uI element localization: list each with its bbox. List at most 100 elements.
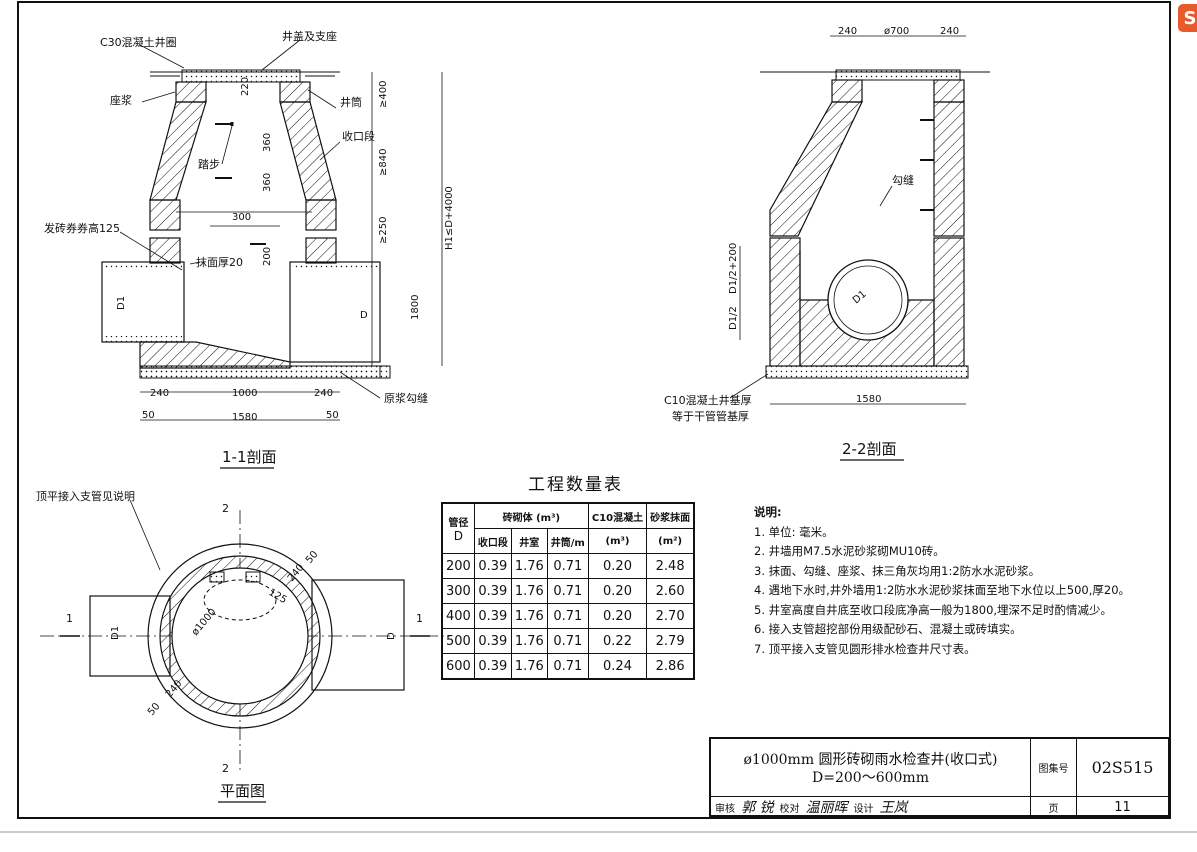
- plan-title: 平面图: [220, 782, 265, 800]
- col-mortar-unit: (m²): [646, 528, 695, 554]
- check-signature: 温丽晖: [805, 800, 848, 816]
- table-cell: 0.71: [546, 578, 589, 604]
- dim-360a: 360: [262, 133, 273, 152]
- mark-2-bottom: 2: [222, 762, 229, 775]
- note-item: 7. 顶平接入支管见圆形排水检查井尺寸表。: [754, 641, 976, 656]
- mark-1-right: 1: [416, 612, 423, 625]
- dim-b1580: 1580: [232, 412, 257, 423]
- table-cell: 1.76: [510, 578, 548, 604]
- dim-t240a: 240: [838, 26, 857, 37]
- sheet-border: [17, 1, 1171, 819]
- note-item: 4. 遇地下水时,井外墙用1:2防水水泥砂浆抹面至地下水位以上500,厚20。: [754, 583, 1131, 597]
- quantity-table-title: 工程数量表: [528, 475, 623, 495]
- table-cell: 1.76: [510, 553, 548, 579]
- table-cell: 0.20: [587, 578, 648, 604]
- table-cell: 2.48: [646, 553, 695, 579]
- dim-p50b: 50: [146, 701, 163, 718]
- dim-400: ≥400: [378, 81, 389, 108]
- mark-2-top: 2: [222, 502, 229, 515]
- review-signature: 郭 锐: [741, 800, 774, 816]
- plan-note: 顶平接入支管见说明: [36, 489, 135, 503]
- table-cell: 1.76: [510, 653, 548, 680]
- dim-200: 200: [262, 247, 273, 266]
- table-cell: 0.71: [546, 553, 589, 579]
- title-block: ø1000mm 圆形砖砌雨水检查井(收口式) D=200～600mm 图集号 0…: [709, 737, 1170, 817]
- table-cell: 0.39: [473, 578, 512, 604]
- dim-t240b: 240: [940, 26, 959, 37]
- dim-1800: 1800: [410, 295, 421, 320]
- section-1-1: C30混凝土井圈 井盖及支座 座浆 井筒 收口段 踏步 发砖券券高125 抹面厚…: [44, 29, 455, 469]
- dim-p50a: 50: [304, 549, 321, 566]
- note-item: 5. 井室高度自井底至收口段底净高一般为1800,埋深不足时酌情减少。: [754, 602, 1113, 617]
- table-cell: 0.24: [587, 653, 648, 680]
- page-number: 11: [1114, 799, 1131, 815]
- mark-1-left: 1: [66, 612, 73, 625]
- label-brick-arch: 发砖券券高125: [44, 221, 120, 235]
- label-step: 踏步: [198, 157, 220, 171]
- plan-view: 顶平接入支管见说明 ø1000 240 50 240 50 125 D1 D 1…: [36, 489, 450, 803]
- table-cell: 2.70: [646, 603, 695, 629]
- table-cell: 600: [441, 653, 475, 680]
- table-cell: 2.86: [646, 653, 695, 680]
- table-cell: 0.20: [587, 553, 648, 579]
- col-shaft: 井筒/m: [546, 528, 589, 554]
- col-chamber: 井室: [510, 528, 548, 554]
- table-cell: 200: [441, 553, 475, 579]
- table-cell: 0.71: [546, 603, 589, 629]
- dim-b50b: 50: [326, 410, 339, 421]
- col-pipe-label: 管径: [448, 518, 469, 529]
- label-mortar: 座浆: [110, 93, 132, 107]
- label-joint: 勾缝: [892, 173, 914, 187]
- quantity-table: 管径 D 砖砌体 (m³) C10混凝土 砂浆抹面 收口段 井室 井筒/m (m…: [441, 502, 696, 680]
- drawing-title-line1: ø1000mm 圆形砖砌雨水检查井(收口式): [743, 752, 998, 768]
- label-plaster: 抹面厚20: [196, 256, 243, 269]
- dim-250: ≥250: [378, 217, 389, 244]
- dim-t700: ø700: [884, 26, 909, 37]
- signature-row: 审核 郭 锐 校对 温丽晖 设计 王岚: [711, 797, 1031, 817]
- dim-b240a: 240: [150, 388, 169, 399]
- atlas-number: 02S515: [1077, 739, 1168, 797]
- design-label: 设计: [853, 803, 874, 815]
- notes-title: 说明:: [754, 505, 782, 519]
- table-cell: 0.39: [473, 628, 512, 654]
- col-concrete-unit: (m³): [587, 528, 648, 554]
- app-logo-icon[interactable]: S: [1178, 4, 1197, 32]
- dim-plan-d: D: [386, 632, 397, 640]
- label-reducer: 收口段: [342, 129, 375, 143]
- table-cell: 1.76: [510, 603, 548, 629]
- label-cover: 井盖及支座: [282, 29, 337, 43]
- table-cell: 0.71: [546, 628, 589, 654]
- check-label: 校对: [779, 803, 800, 815]
- label-base: C10混凝土井基厚: [664, 393, 752, 407]
- col-masonry: 砖砌体 (m³): [473, 502, 589, 529]
- dim-22-1580: 1580: [856, 394, 881, 405]
- note-item: 1. 单位: 毫米。: [754, 524, 834, 539]
- col-pipe-sym: D: [453, 529, 464, 543]
- table-cell: 0.39: [473, 603, 512, 629]
- table-cell: 0.71: [546, 653, 589, 680]
- label-base2: 等于干管管基厚: [672, 409, 749, 423]
- design-signature: 王岚: [879, 800, 908, 816]
- label-original: 原浆勾缝: [384, 391, 428, 405]
- table-cell: 0.39: [473, 553, 512, 579]
- section-1-1-title: 1-1剖面: [222, 448, 277, 466]
- table-cell: 500: [441, 628, 475, 654]
- dim-b1000: 1000: [232, 388, 257, 399]
- notes: 说明: 1. 单位: 毫米。 2. 井墙用M7.5水泥砂浆砌MU10砖。 3. …: [754, 503, 1130, 659]
- table-subheader-row: 收口段 井室 井筒/m (m³) (m²): [442, 528, 695, 554]
- dim-d1: D1: [116, 296, 127, 310]
- note-item: 6. 接入支管超挖部份用级配砂石、混凝土或砖填实。: [754, 622, 1022, 636]
- note-item: 3. 抹面、勾缝、座浆、抹三角灰均用1:2防水水泥砂浆。: [754, 563, 1041, 578]
- dim-d: D: [360, 310, 368, 321]
- table-cell: 400: [441, 603, 475, 629]
- dim-300: 300: [232, 212, 251, 223]
- table-cell: 300: [441, 578, 475, 604]
- label-shaft: 井筒: [340, 95, 362, 109]
- table-cell: 1.76: [510, 628, 548, 654]
- section-2-2-title: 2-2剖面: [842, 440, 897, 458]
- col-reducer: 收口段: [473, 528, 512, 554]
